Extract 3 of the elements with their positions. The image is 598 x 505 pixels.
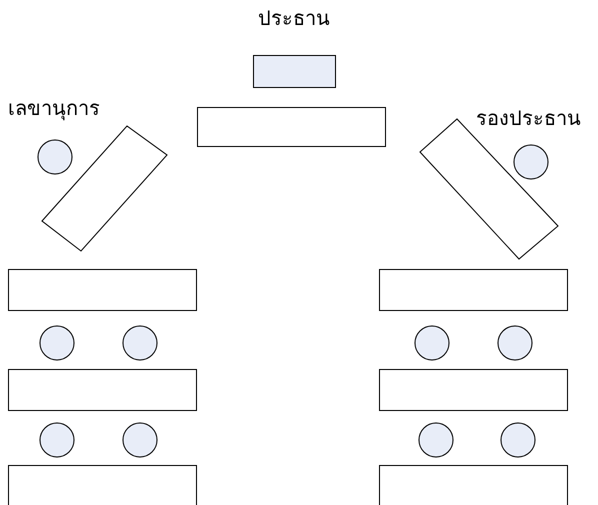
seat-label: ประธาน (258, 6, 330, 30)
seat-label: รองประธาน (476, 106, 581, 130)
seat-label: เลขานุการ (8, 96, 100, 120)
